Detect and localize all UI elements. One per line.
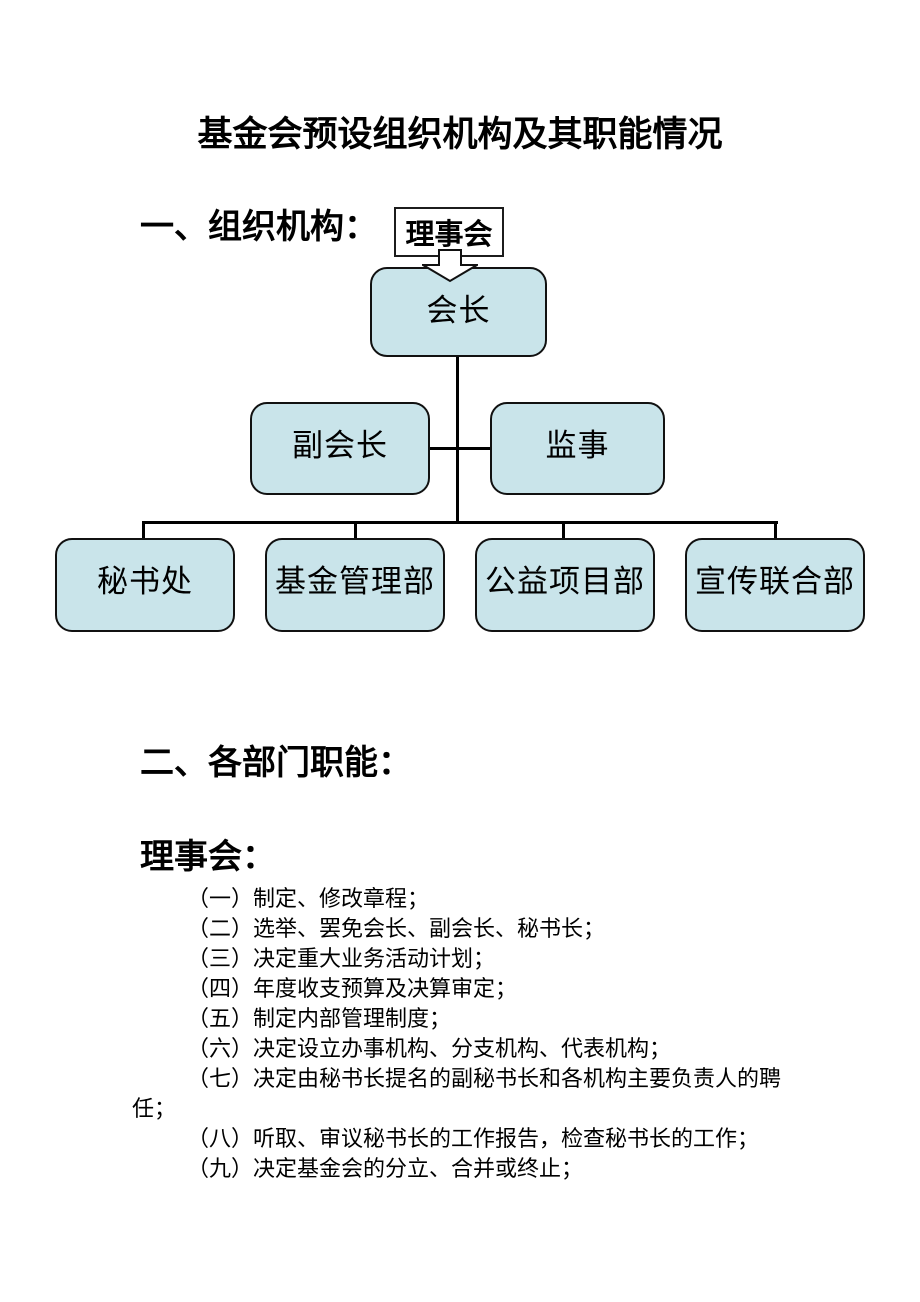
duty-item-9: （九）决定基金会的分立、合并或终止； [187,1156,584,1181]
duty-item-5: （五）制定内部管理制度； [187,1006,452,1031]
down-arrow-icon [422,249,478,283]
org-node-publicity-liaison-label: 宣传联合部 [695,564,855,599]
duty-item-2: （二）选举、罢免会长、副会长、秘书长； [187,916,606,941]
org-node-fund-management: 基金管理部 [265,538,445,632]
duty-item-6: （六）决定设立办事机构、分支机构、代表机构； [187,1036,672,1061]
org-node-secretariat: 秘书处 [55,538,235,632]
org-node-public-welfare-label: 公益项目部 [485,564,645,599]
duty-item-3: （三）决定重大业务活动计划； [187,946,496,971]
org-node-publicity-liaison: 宣传联合部 [685,538,865,632]
org-node-board-label: 理事会 [405,219,493,251]
connector-stub-publicity-liaison [774,522,777,540]
connector-vertical-main [456,355,459,523]
duty-item-4: （四）年度收支预算及决算审定； [187,976,518,1001]
duty-item-8: （八）听取、审议秘书长的工作报告，检查秘书长的工作； [187,1126,760,1151]
org-node-public-welfare: 公益项目部 [475,538,655,632]
connector-stub-secretariat [142,522,145,540]
connector-stub-fund-management [354,522,357,540]
duty-item-1: （一）制定、修改章程； [187,886,430,911]
connector-horizontal-rail [142,521,778,524]
org-node-president-label: 会长 [426,293,491,328]
org-node-fund-management-label: 基金管理部 [275,564,435,599]
board-duties-list: （一）制定、修改章程； （二）选举、罢免会长、副会长、秘书长； （三）决定重大业… [132,884,792,1184]
duty-item-7: （七）决定由秘书长提名的副秘书长和各机构主要负责人的聘任； [132,1066,782,1121]
board-duties-heading: 理事会： [140,839,276,876]
org-node-vice-president: 副会长 [250,402,430,495]
connector-horizontal-mid [430,447,490,450]
org-node-board: 理事会 [394,207,504,257]
page-title: 基金会预设组织机构及其职能情况 [197,115,723,154]
org-node-vice-president-label: 副会长 [292,428,388,463]
connector-stub-public-welfare [562,522,565,540]
org-node-secretariat-label: 秘书处 [97,564,193,599]
section-two-heading: 二、各部门职能： [140,745,412,782]
org-node-supervisor: 监事 [490,402,665,495]
org-node-supervisor-label: 监事 [545,428,610,463]
org-node-president: 会长 [370,267,547,357]
section-one-heading: 一、组织机构： [140,209,378,246]
